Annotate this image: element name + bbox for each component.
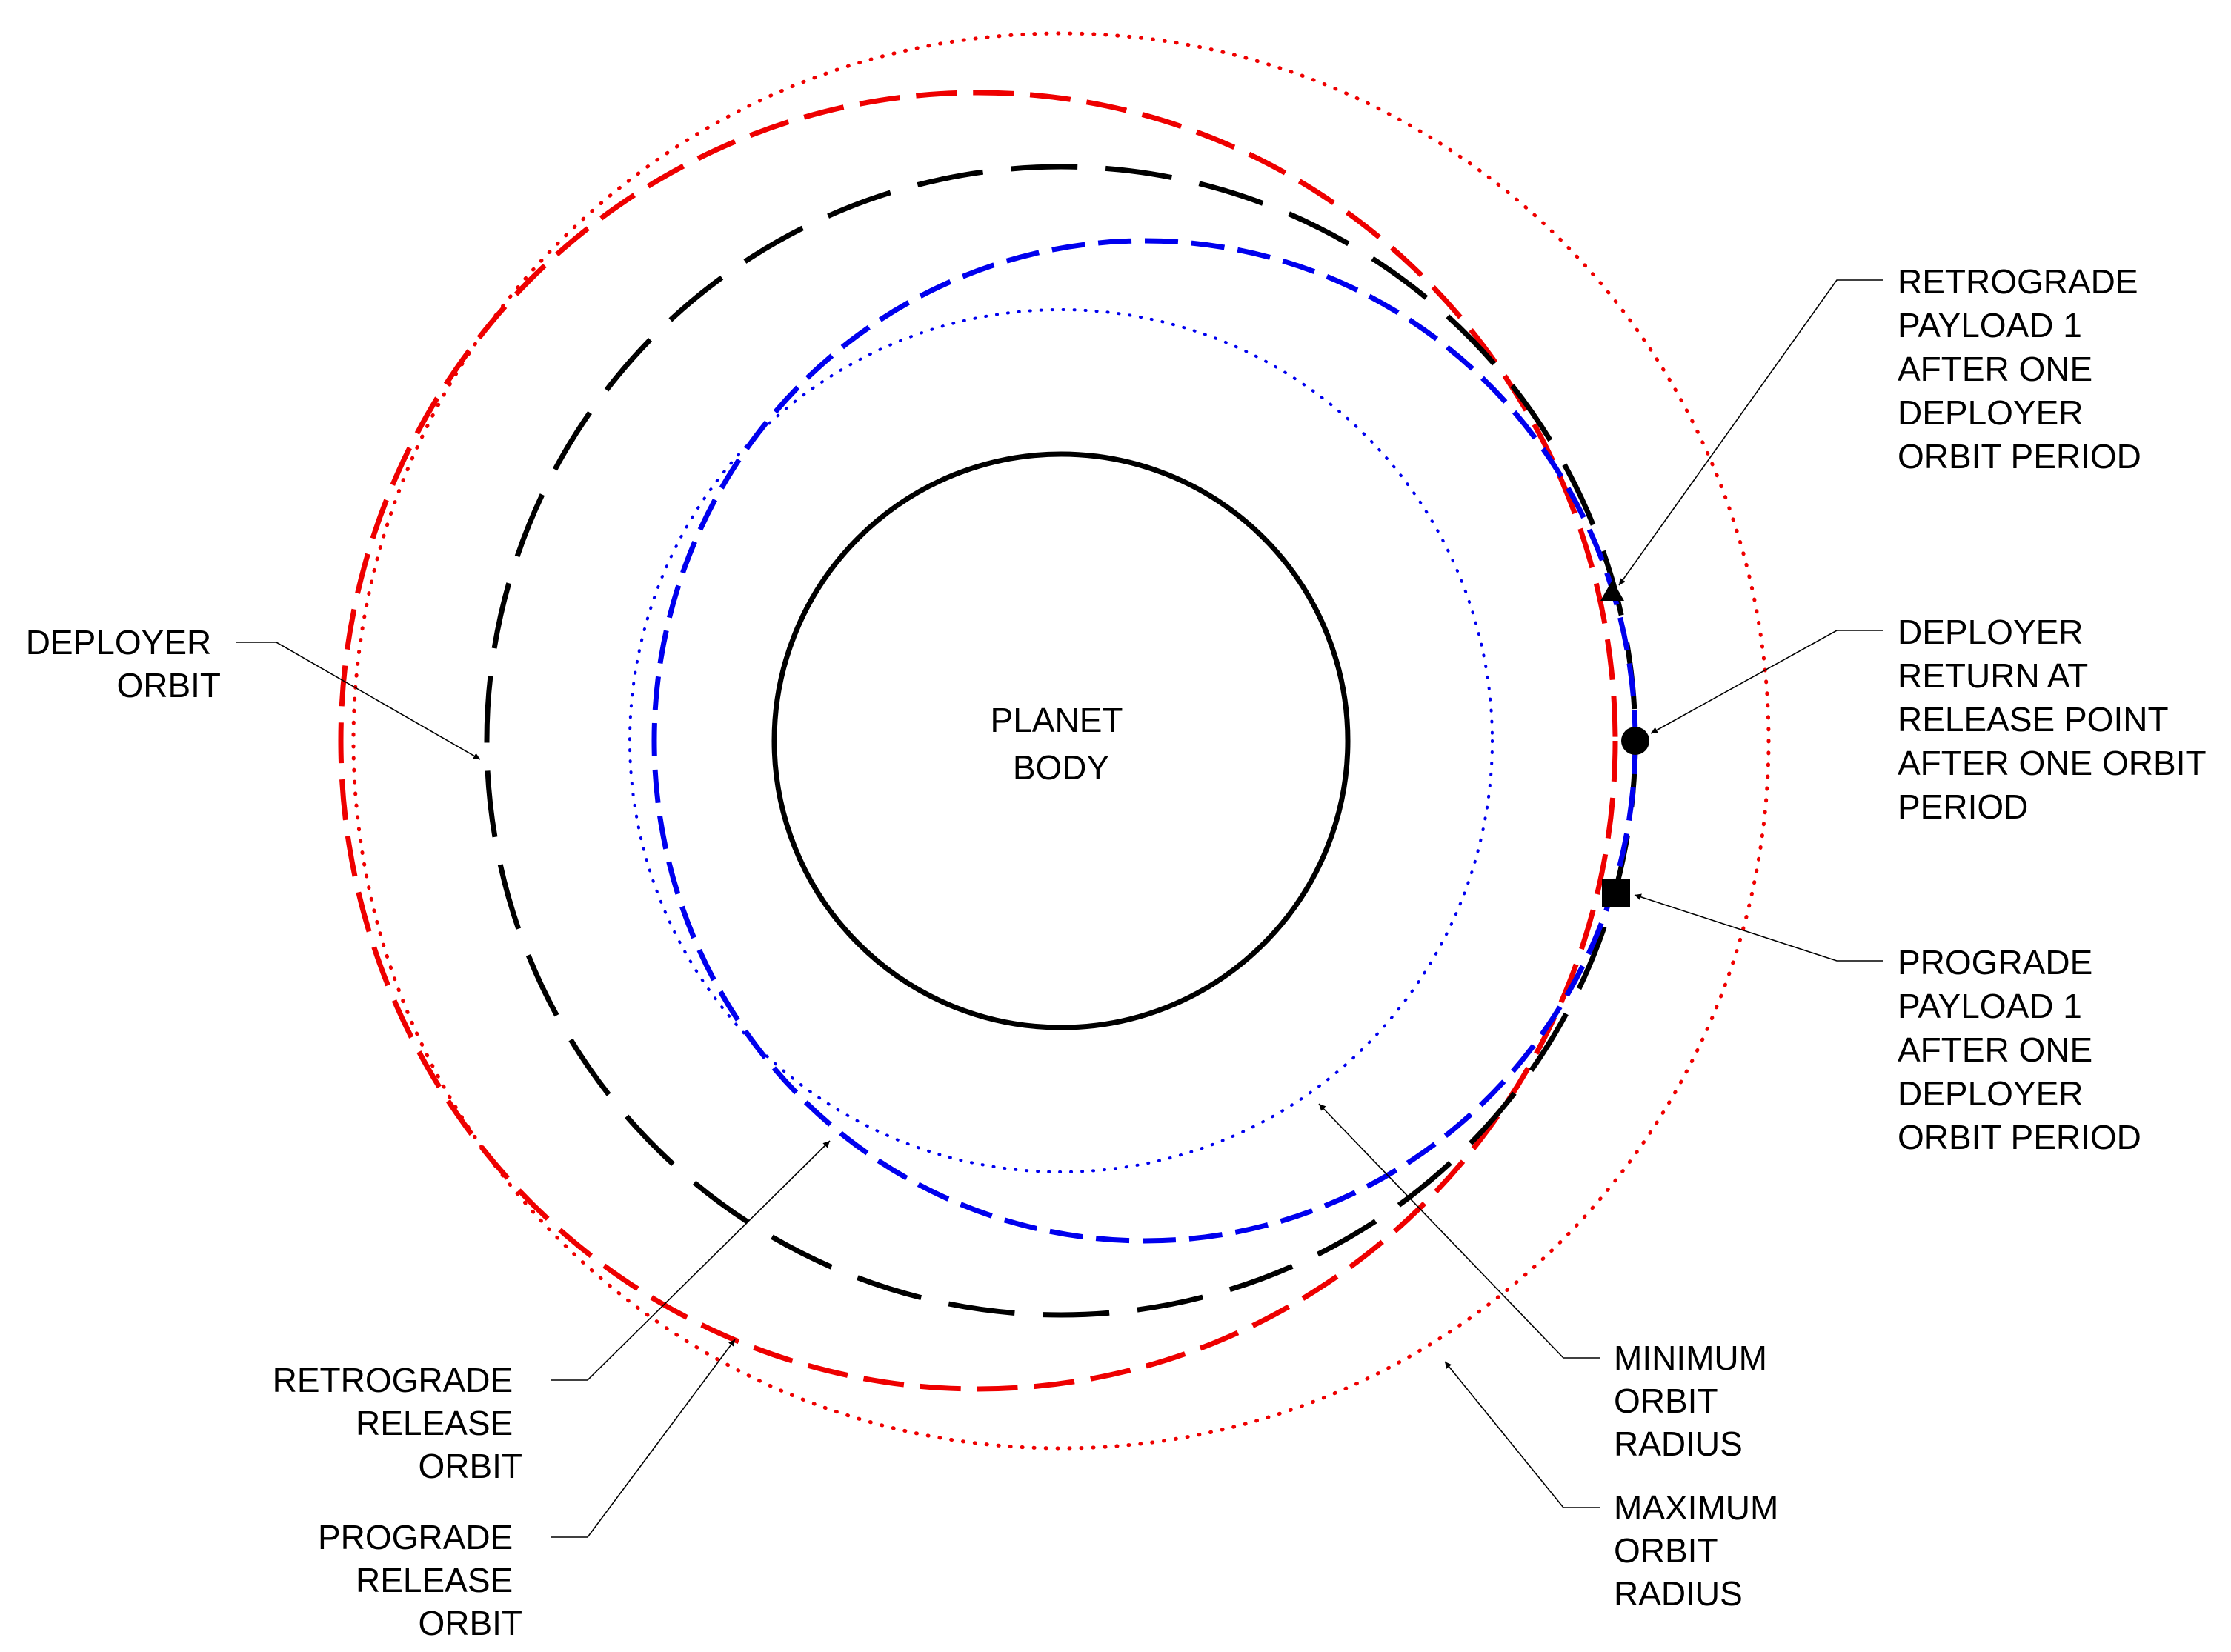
leader-retrograde-release-orbit — [551, 1140, 831, 1381]
planet-label: PLANET BODY — [991, 701, 1132, 787]
label-deployer-orbit: DEPLOYER ORBIT — [26, 623, 221, 705]
leader-prograde-release-orbit — [551, 1339, 736, 1538]
maximum-orbit-radius-circle — [351, 31, 1771, 1451]
label-minimum-orbit-radius: MINIMUM ORBIT RADIUS — [1614, 1339, 1777, 1463]
leader-retrograde-payload — [1618, 279, 1883, 586]
planet-body — [771, 451, 1351, 1030]
prograde-payload-marker — [1602, 879, 1630, 907]
label-prograde-release-orbit: PROGRADE RELEASE ORBIT — [318, 1518, 522, 1642]
leader-deployer-return — [1650, 630, 1883, 734]
label-maximum-orbit-radius: MAXIMUM ORBIT RADIUS — [1614, 1488, 1788, 1613]
prograde-release-orbit-ellipse — [338, 90, 1618, 1392]
leader-maximum-orbit-radius — [1444, 1361, 1600, 1508]
label-prograde-payload: PROGRADE PAYLOAD 1 AFTER ONE DEPLOYER OR… — [1898, 943, 2141, 1156]
label-retrograde-release-orbit: RETROGRADE RELEASE ORBIT — [273, 1361, 522, 1485]
minimum-orbit-radius-circle — [628, 308, 1494, 1173]
label-retrograde-payload: RETROGRADE PAYLOAD 1 AFTER ONE DEPLOYER … — [1898, 262, 2147, 476]
leader-prograde-payload — [1634, 893, 1883, 962]
deployer-orbit-ellipse — [484, 164, 1638, 1318]
leader-minimum-orbit-radius — [1318, 1103, 1600, 1359]
deployer-return-marker — [1621, 727, 1649, 755]
retrograde-payload-marker — [1600, 580, 1624, 601]
leader-deployer-orbit — [236, 642, 481, 760]
label-deployer-return: DEPLOYER RETURN AT RELEASE POINT AFTER O… — [1898, 613, 2215, 826]
retrograde-release-orbit-ellipse — [651, 238, 1638, 1244]
